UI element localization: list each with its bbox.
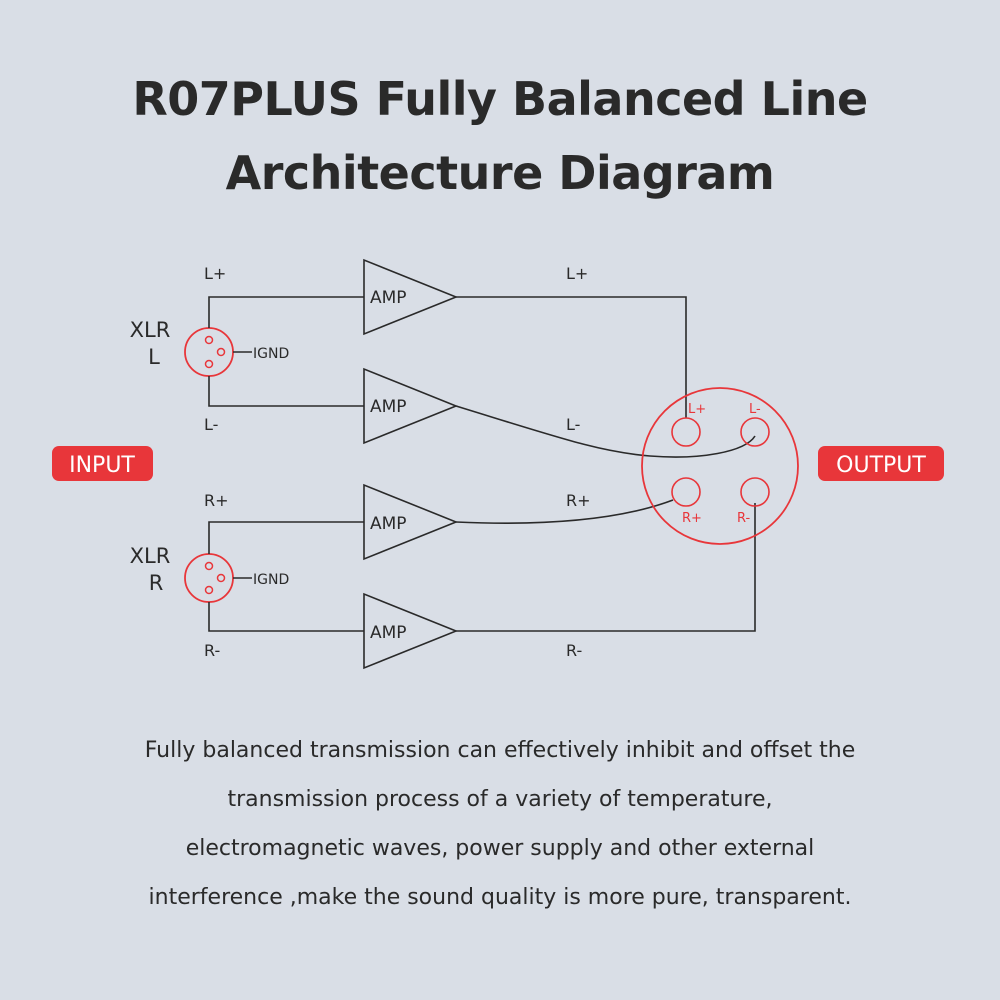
- xlr-left-pin: [204, 359, 214, 369]
- wire-r-plus-out: [455, 499, 674, 524]
- output-pin-label-r-minus: R-: [737, 511, 751, 526]
- xlr-right-pin: [204, 585, 214, 595]
- signal-label-l-minus-in: L-: [204, 415, 218, 434]
- output-jack: [641, 387, 799, 545]
- output-pin-label-l-minus: L-: [749, 402, 761, 417]
- title-line-1: R07PLUS Fully Balanced Line: [132, 72, 868, 126]
- wire-r-minus-in: [208, 602, 364, 632]
- amp-l-minus: AMP: [363, 367, 459, 445]
- output-pin-r-minus: [740, 477, 770, 507]
- signal-label-l-plus-in: L+: [204, 264, 226, 283]
- amp-r-plus: AMP: [363, 483, 459, 561]
- xlr-right-channel: R: [149, 571, 164, 595]
- xlr-left-jack: [184, 327, 234, 377]
- wire-r-plus-in: [208, 521, 364, 554]
- xlr-left-pin: [216, 347, 226, 357]
- output-connector: L+ L- R+ R-: [641, 387, 799, 545]
- caption-line-4: interference ,make the sound quality is …: [148, 885, 852, 910]
- output-wires: [455, 296, 756, 632]
- output-badge-label: OUTPUT: [836, 453, 926, 478]
- amp-l-plus: AMP: [363, 258, 459, 336]
- amp-r-minus: AMP: [363, 592, 459, 670]
- xlr-left-label: XLR: [130, 318, 171, 342]
- signal-label-r-plus-out: R+: [566, 491, 591, 510]
- xlr-left-channel: L: [148, 345, 160, 369]
- description-caption: Fully balanced transmission can effectiv…: [0, 726, 1000, 922]
- amp-label: AMP: [370, 397, 407, 417]
- xlr-right-gnd-label: IGND: [253, 572, 289, 588]
- amp-label: AMP: [370, 623, 407, 643]
- output-pin-l-plus: [671, 417, 701, 447]
- xlr-left-connector: XLR L IGND: [130, 318, 289, 377]
- output-pin-label-l-plus: L+: [688, 402, 706, 417]
- signal-label-r-minus-out: R-: [566, 641, 582, 660]
- input-badge: INPUT: [52, 446, 153, 481]
- wire-l-plus-out: [456, 296, 687, 418]
- output-badge: OUTPUT: [818, 446, 944, 481]
- caption-line-1: Fully balanced transmission can effectiv…: [144, 738, 856, 763]
- wire-l-plus-in: [208, 296, 364, 328]
- xlr-left-pin: [204, 335, 214, 345]
- xlr-right-pin: [216, 573, 226, 583]
- signal-label-r-plus-in: R+: [204, 491, 229, 510]
- wire-l-minus-in: [208, 376, 364, 407]
- wire-r-minus-out: [456, 503, 756, 632]
- xlr-right-label: XLR: [130, 544, 171, 568]
- amp-label: AMP: [370, 288, 407, 308]
- input-badge-label: INPUT: [69, 453, 135, 478]
- signal-label-r-minus-in: R-: [204, 641, 220, 660]
- title-line-2: Architecture Diagram: [225, 146, 775, 200]
- xlr-right-jack: [184, 553, 234, 603]
- output-pin-l-minus: [740, 417, 770, 447]
- output-pin-r-plus: [671, 477, 701, 507]
- output-pin-label-r-plus: R+: [682, 511, 702, 526]
- caption-line-3: electromagnetic waves, power supply and …: [185, 836, 815, 861]
- signal-label-l-plus-out: L+: [566, 264, 588, 283]
- input-wires: [208, 296, 364, 632]
- wire-l-minus-out: [455, 405, 756, 458]
- xlr-right-pin: [204, 561, 214, 571]
- caption-line-2: transmission process of a variety of tem…: [227, 787, 773, 812]
- amp-label: AMP: [370, 514, 407, 534]
- signal-label-l-minus-out: L-: [566, 415, 580, 434]
- page-title: R07PLUS Fully Balanced Line Architecture…: [0, 62, 1000, 210]
- xlr-left-gnd-label: IGND: [253, 346, 289, 362]
